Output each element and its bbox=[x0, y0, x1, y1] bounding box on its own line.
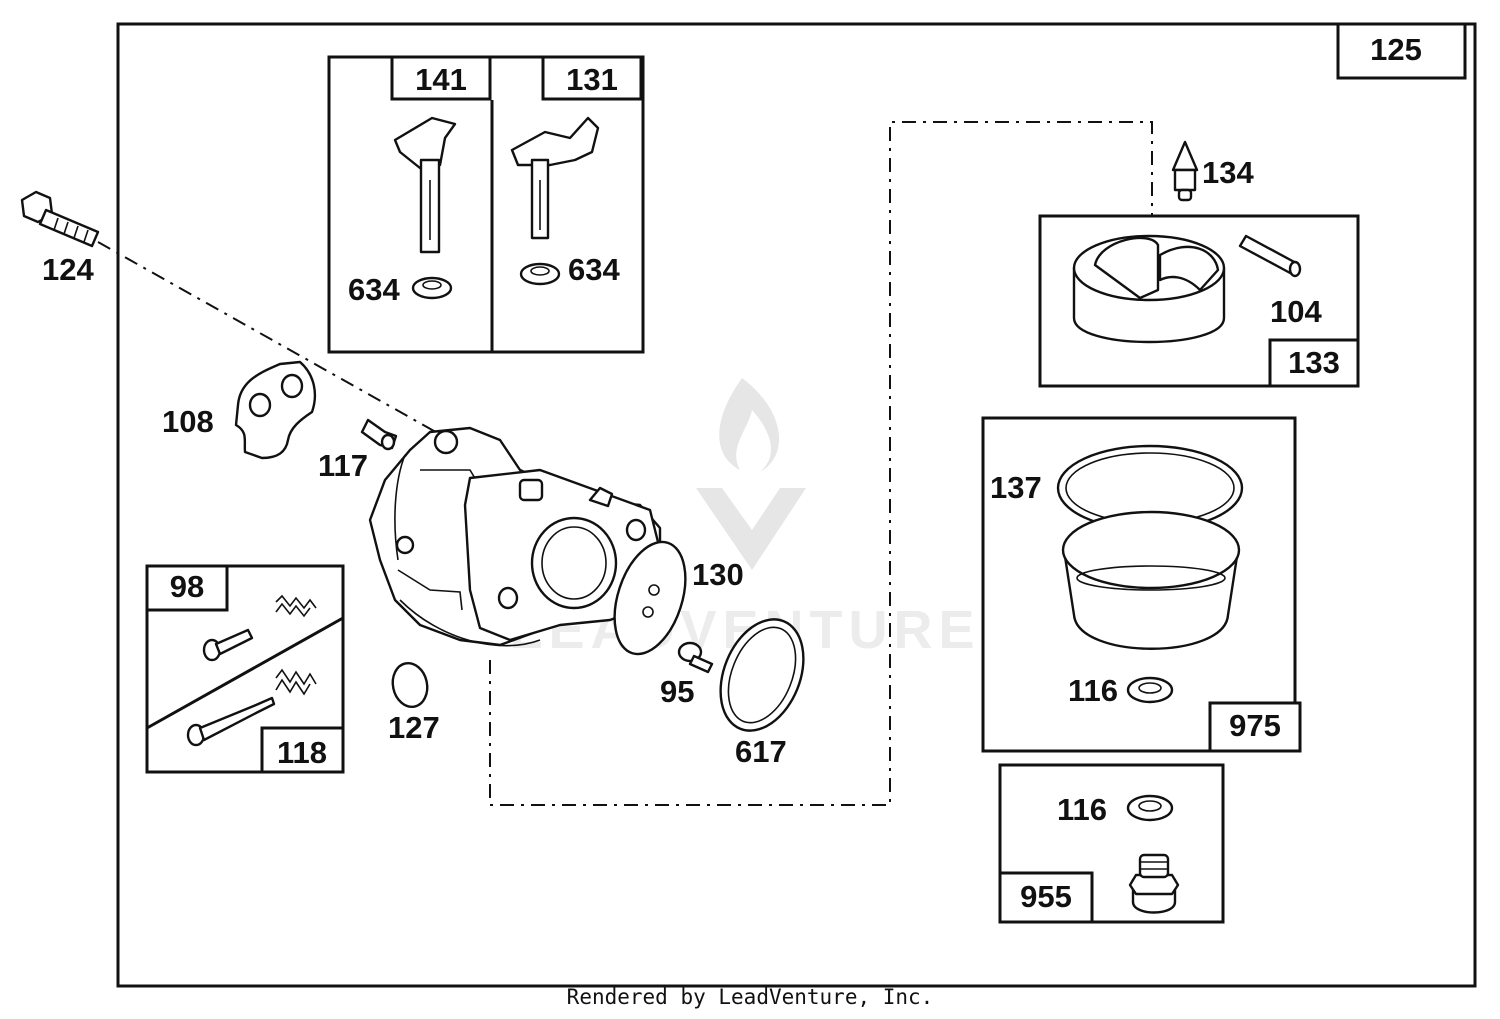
callout-box-118 bbox=[260, 726, 345, 774]
callout-108: 108 bbox=[162, 404, 214, 439]
bolt-leader-line bbox=[97, 241, 451, 441]
float-kit-group: 133 104 bbox=[1038, 214, 1360, 388]
callout-116-nut: 116 bbox=[1057, 792, 1107, 827]
callout-617: 617 bbox=[735, 734, 787, 769]
callout-137: 137 bbox=[990, 470, 1042, 505]
callout-box-133 bbox=[1268, 338, 1360, 388]
carburetor-body-part bbox=[368, 426, 662, 647]
bowl-nut-part bbox=[1128, 853, 1180, 914]
float-bowl-kit-group: 975 137 116 bbox=[981, 416, 1302, 753]
callout-130: 130 bbox=[692, 557, 744, 592]
footer-credit: Rendered by LeadVenture, Inc. bbox=[566, 985, 934, 1009]
adjustment-screw-kit-group: 98 118 bbox=[145, 564, 345, 774]
screw-95-part bbox=[677, 641, 714, 674]
callout-141: 141 bbox=[415, 62, 467, 97]
float-part bbox=[1072, 234, 1226, 344]
pin-104-part bbox=[1238, 234, 1302, 278]
bowl-nut-kit-group: 955 116 bbox=[998, 763, 1225, 924]
callout-133: 133 bbox=[1288, 345, 1340, 380]
callout-116-bowl: 116 bbox=[1068, 673, 1118, 708]
throttle-shaft-part bbox=[393, 116, 457, 254]
callout-98: 98 bbox=[170, 569, 204, 604]
callout-box-955 bbox=[998, 871, 1094, 924]
pin-117-part bbox=[360, 418, 398, 451]
callout-95: 95 bbox=[660, 674, 694, 709]
gasket-108-part bbox=[234, 360, 316, 460]
callout-124: 124 bbox=[42, 252, 94, 287]
callout-box-98 bbox=[145, 564, 229, 612]
choke-shaft-part bbox=[510, 116, 600, 240]
idle-screw-part bbox=[202, 594, 317, 662]
callout-117: 117 bbox=[318, 448, 368, 483]
callout-box-975 bbox=[1208, 701, 1302, 753]
disc-130-part bbox=[613, 540, 687, 656]
bolt-124-part bbox=[20, 190, 100, 248]
callout-955: 955 bbox=[1020, 879, 1072, 914]
callout-104: 104 bbox=[1270, 294, 1322, 329]
callout-box-141 bbox=[390, 55, 492, 101]
callout-box-125 bbox=[1336, 22, 1467, 80]
diagram-frame bbox=[116, 22, 1477, 988]
oring-617-part bbox=[719, 618, 805, 732]
callout-634-right: 634 bbox=[568, 252, 620, 287]
callout-box-131 bbox=[541, 55, 643, 101]
washer-634-right bbox=[519, 262, 561, 286]
shaft-kit-group: 141 131 634 634 bbox=[327, 55, 645, 354]
callout-634-left: 634 bbox=[348, 272, 400, 307]
washer-116-nut bbox=[1126, 794, 1174, 822]
washer-116-bowl bbox=[1126, 676, 1174, 704]
shaft-kit-frame bbox=[327, 55, 645, 354]
float-bowl-part bbox=[1061, 510, 1241, 650]
callout-127: 127 bbox=[388, 710, 440, 745]
plug-127-part bbox=[391, 661, 429, 709]
mixture-screw-part bbox=[186, 668, 317, 747]
callout-975: 975 bbox=[1229, 708, 1281, 743]
callout-118: 118 bbox=[277, 735, 327, 770]
callout-131: 131 bbox=[566, 62, 618, 97]
callout-134: 134 bbox=[1202, 155, 1254, 190]
callout-125: 125 bbox=[1370, 32, 1422, 67]
needle-134-part bbox=[1171, 140, 1199, 202]
washer-634-left bbox=[411, 276, 453, 300]
